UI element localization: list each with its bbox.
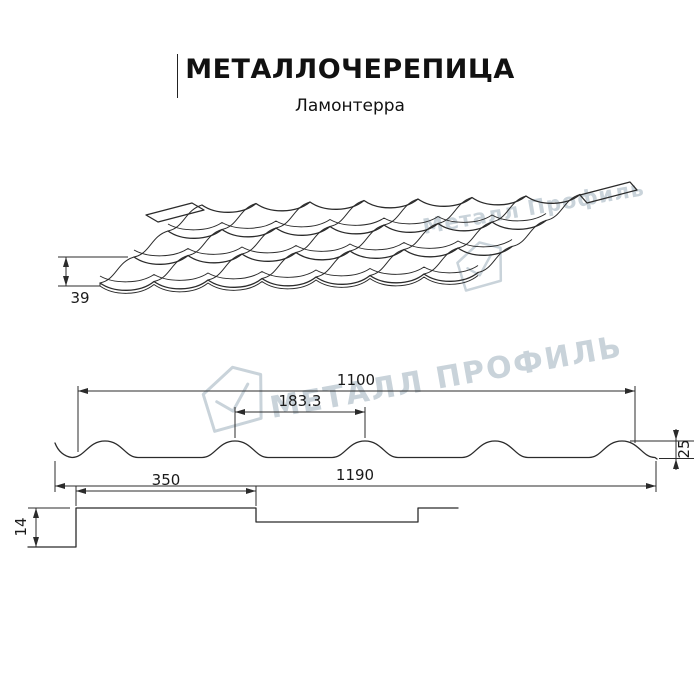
dim-label-1190: 1190 xyxy=(336,466,374,484)
dimension-14: 14 xyxy=(12,507,70,547)
longitudinal-section-view: 350 14 xyxy=(12,471,459,548)
dimension-183: 183.3 xyxy=(234,392,366,438)
watermark-large: МЕТАЛЛ ПРОФИЛЬ xyxy=(201,329,626,433)
dimension-39: 39 xyxy=(58,256,128,307)
metal-profil-logo-icon xyxy=(456,241,503,292)
dimension-1100: 1100 xyxy=(77,371,636,452)
metal-profil-logo-icon xyxy=(201,365,263,433)
tile-wave-curves xyxy=(99,246,513,284)
tile-row-edge xyxy=(201,193,581,213)
page-title: МЕТАЛЛОЧЕРЕПИЦА xyxy=(185,54,515,85)
tile-row-edge xyxy=(133,245,513,265)
step-profile-outline xyxy=(27,507,459,548)
watermark-small: Металл Профиль xyxy=(421,176,646,292)
tile-wave-curves xyxy=(167,194,581,232)
tile-row-edge-thickness xyxy=(99,275,479,294)
watermark-text-large: МЕТАЛЛ ПРОФИЛЬ xyxy=(267,329,625,426)
dim-label-14: 14 xyxy=(12,517,30,536)
page-subtitle: Ламонтерра xyxy=(295,96,405,116)
dimension-1190: 1190 xyxy=(54,461,657,492)
dim-label-1100: 1100 xyxy=(337,371,375,389)
perspective-view: 39 xyxy=(58,181,638,307)
tile-row-ridge-line xyxy=(99,265,479,283)
dim-label-183: 183.3 xyxy=(279,392,322,410)
title-divider xyxy=(177,54,178,98)
sheet-corner-tab xyxy=(145,202,205,223)
tile-row-edge xyxy=(167,219,547,239)
dimension-350: 350 xyxy=(75,471,257,506)
cross-section-view: 1100 183.3 25 xyxy=(54,371,694,492)
tile-wave-curves xyxy=(133,220,547,258)
dim-label-39: 39 xyxy=(70,289,89,307)
dim-label-350: 350 xyxy=(152,471,181,489)
tile-row-edge xyxy=(99,271,479,291)
sheet-corner-tab xyxy=(579,181,638,204)
tile-row-ridge-line xyxy=(133,239,513,257)
tile-row-ridge-line xyxy=(167,213,547,231)
dim-label-25: 25 xyxy=(675,439,693,458)
dimension-25: 25 xyxy=(630,429,694,470)
profile-outline xyxy=(54,440,658,460)
